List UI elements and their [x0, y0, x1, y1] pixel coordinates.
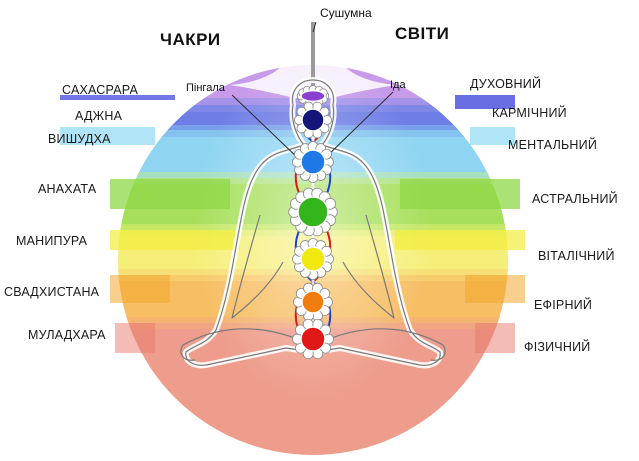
world-bands: [60, 95, 525, 353]
chakra-anahata: [288, 187, 338, 237]
world-label-vital: ВІТАЛІЧНИЙ: [538, 249, 615, 263]
world-label-karmic: КАРМІЧНИЙ: [492, 106, 567, 120]
chakra-svadhisthana: [293, 282, 333, 322]
chakra-muladhara: [292, 318, 334, 360]
chakra-label-anahata: АНАХАТА: [38, 182, 97, 196]
world-label-mental: МЕНТАЛЬНИЙ: [508, 138, 598, 152]
chakra-label-vishuddha: ВИШУДХА: [48, 132, 111, 146]
chakra-core: [297, 196, 329, 228]
world-label-physical: ФІЗИЧНИЙ: [524, 340, 591, 354]
chakra-core: [300, 246, 326, 272]
world-label-etheric: ЕФІРНИЙ: [534, 298, 593, 312]
chakra-label-ajna: АДЖНА: [75, 109, 123, 123]
sushumna-pointer: [312, 21, 317, 33]
world-label-astral: АСТРАЛЬНИЙ: [532, 192, 618, 206]
pingala-label: Пінгала: [186, 82, 225, 94]
ida-pointer: [322, 91, 394, 161]
chakra-core: [300, 89, 326, 103]
chakra-core: [300, 149, 326, 175]
chakra-column: [288, 85, 338, 360]
chakra-sahasrara: [296, 85, 330, 107]
chakra-vishuddha: [292, 141, 334, 183]
sushumna-label: Сушумна: [320, 6, 372, 20]
pingala-pointer: [231, 94, 301, 161]
chakra-label-muladhara: МУЛАДХАРА: [28, 328, 106, 342]
chakra-label-svadhisthana: СВАДХИСТАНА: [4, 285, 100, 299]
chakras-heading: ЧАКРИ: [160, 30, 221, 49]
ida-label: Іда: [390, 79, 406, 91]
chakra-core: [301, 290, 325, 314]
worlds-heading: СВІТИ: [395, 24, 450, 43]
figure-outline: [180, 79, 446, 366]
chakra-label-manipura: МАНИПУРА: [16, 234, 88, 248]
chakra-core: [301, 108, 325, 132]
chakra-manipura: [292, 238, 334, 280]
world-label-spiritual: ДУХОВНИЙ: [470, 77, 542, 91]
chakra-core: [300, 326, 326, 352]
chakra-label-sahasrara: САХАСРАРА: [62, 83, 138, 97]
chakra-ajna: [293, 101, 333, 139]
